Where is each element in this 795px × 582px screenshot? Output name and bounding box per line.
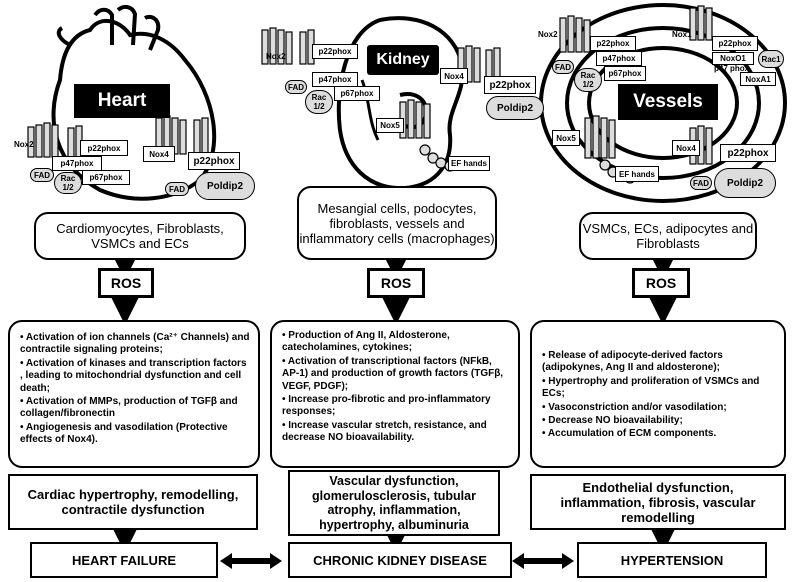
heart-poldip2-label: Poldip2 — [195, 172, 255, 200]
kidney-rac-label: Rac 1/2 — [305, 90, 333, 114]
vessels-poldip2-label: Poldip2 — [714, 168, 776, 198]
vessels-rac1-label: Rac1 — [758, 50, 784, 68]
heart-p22phox-label: p22phox — [80, 140, 128, 156]
kidney-p22phox-label: p22phox — [312, 44, 358, 59]
disease-link-arrows — [220, 553, 574, 569]
vessels-nox4-label: Nox4 — [672, 140, 700, 156]
heart-effect-item: • Activation of ion channels (Ca²⁺ Chann… — [20, 332, 250, 356]
vessels-p47phox-label: p47phox — [596, 51, 642, 66]
kidney-p67phox-label: p67phox — [334, 86, 380, 101]
heart-rac-label: Rac 1/2 — [54, 172, 82, 194]
heart-p67phox-label: p67phox — [82, 170, 130, 185]
heart-p22phox-right-label: p22phox — [188, 152, 240, 170]
vessels-effect-item: • Hypertrophy and proliferation of VSMCs… — [542, 375, 760, 400]
vessels-nox1-label: Nox1 — [672, 30, 692, 39]
vessels-ef-hands-label: EF hands — [615, 166, 659, 182]
vessels-p67phox-label: p67phox — [604, 66, 646, 81]
kidney-effects-box: • Production of Ang II, Aldosterone, cat… — [270, 320, 520, 468]
heart-effect-item: • Activation of MMPs, production of TGFβ… — [20, 396, 238, 420]
kidney-effect-item: • Production of Ang II, Aldosterone, cat… — [282, 330, 450, 354]
vessels-effect-item: • Accumulation of ECM components. — [542, 428, 717, 440]
vessels-cells-box: VSMCs, ECs, adipocytes and Fibroblasts — [579, 212, 757, 260]
kidney-nox4-label: Nox4 — [440, 68, 468, 84]
heart-nox4-label: Nox4 — [143, 146, 175, 162]
heart-effect-item: • Angiogenesis and vasodilation (Protect… — [20, 421, 228, 446]
heart-ros-box: ROS — [98, 268, 154, 298]
heart-effects-box: • Activation of ion channels (Ca²⁺ Chann… — [8, 320, 260, 468]
kidney-poldip2-label: Poldip2 — [486, 96, 544, 120]
vessels-fad-label: FAD — [552, 60, 574, 74]
kidney-ef-hands-label: EF hands — [448, 156, 490, 171]
kidney-title: Kidney — [367, 45, 439, 75]
kidney-effect-item: • Activation of transcriptional factors … — [282, 355, 504, 392]
kidney-ros-box: ROS — [367, 268, 425, 298]
vessels-nox2-label: Nox2 — [538, 30, 558, 39]
vessel-illustration — [539, 3, 787, 203]
kidney-nox5-label: Nox5 — [376, 118, 404, 133]
heart-p47phox-label: p47phox — [52, 156, 102, 171]
vessels-p22phox-nox1-label: p22phox — [712, 36, 758, 51]
vessels-outcome-box: Endothelial dysfunction, inflammation, f… — [530, 474, 786, 530]
vessels-effects-box: • Release of adipocyte-derived factors (… — [530, 320, 786, 468]
heart-outcome-box: Cardiac hypertrophy, remodelling, contra… — [8, 474, 258, 530]
heart-failure-box: HEART FAILURE — [30, 542, 218, 578]
kidney-p47phox-label: p47phox — [312, 72, 358, 87]
vessels-effect-item: • Release of adipocyte-derived factors (… — [542, 350, 723, 374]
kidney-outcome-box: Vascular dysfunction, glomerulosclerosis… — [288, 470, 500, 536]
heart-cells-box: Cardiomyocytes, Fibroblasts, VSMCs and E… — [34, 212, 246, 260]
vessels-nox5-label: Nox5 — [552, 130, 580, 146]
heart-title: Heart — [74, 84, 170, 118]
heart-fad-right-label: FAD — [165, 182, 189, 196]
vessels-effect-item: • Vasoconstriction and/or vasodilation; — [542, 401, 727, 413]
kidney-cells-box: Mesangial cells, podocytes, fibroblasts,… — [297, 186, 497, 260]
heart-effect-item: • Activation of kinases and transcriptio… — [20, 357, 247, 394]
kidney-effect-item: • Increase vascular stretch, resistance,… — [282, 419, 487, 444]
vessels-rac-label: Rac 1/2 — [574, 68, 602, 92]
vessels-title: Vessels — [618, 84, 718, 120]
kidney-fad-label: FAD — [285, 80, 307, 94]
chronic-kidney-disease-box: CHRONIC KIDNEY DISEASE — [288, 542, 512, 578]
vessels-p22phox-nox4-label: p22phox — [720, 144, 776, 162]
kidney-p22phox-right-label: p22phox — [484, 76, 536, 94]
vessels-p22phox-label: p22phox — [590, 36, 636, 51]
vessels-noxo1-label: NoxO1 — [712, 52, 754, 65]
kidney-nox2-label: Nox2 — [266, 52, 286, 61]
vessels-noxa1-label: NoxA1 — [740, 72, 776, 86]
heart-fad-label: FAD — [30, 168, 54, 182]
heart-nox2-label: Nox2 — [14, 140, 34, 149]
kidney-effect-item: • Increase pro-fibrotic and pro-inflamma… — [282, 394, 491, 418]
vessels-ros-box: ROS — [632, 268, 690, 298]
hypertension-box: HYPERTENSION — [577, 542, 767, 578]
vessels-fad-nox4-label: FAD — [690, 176, 712, 190]
vessels-effect-item: • Decrease NO bioavailability; — [542, 415, 683, 427]
vessels-p47phox-alt-label: p47 phox — [714, 64, 750, 73]
